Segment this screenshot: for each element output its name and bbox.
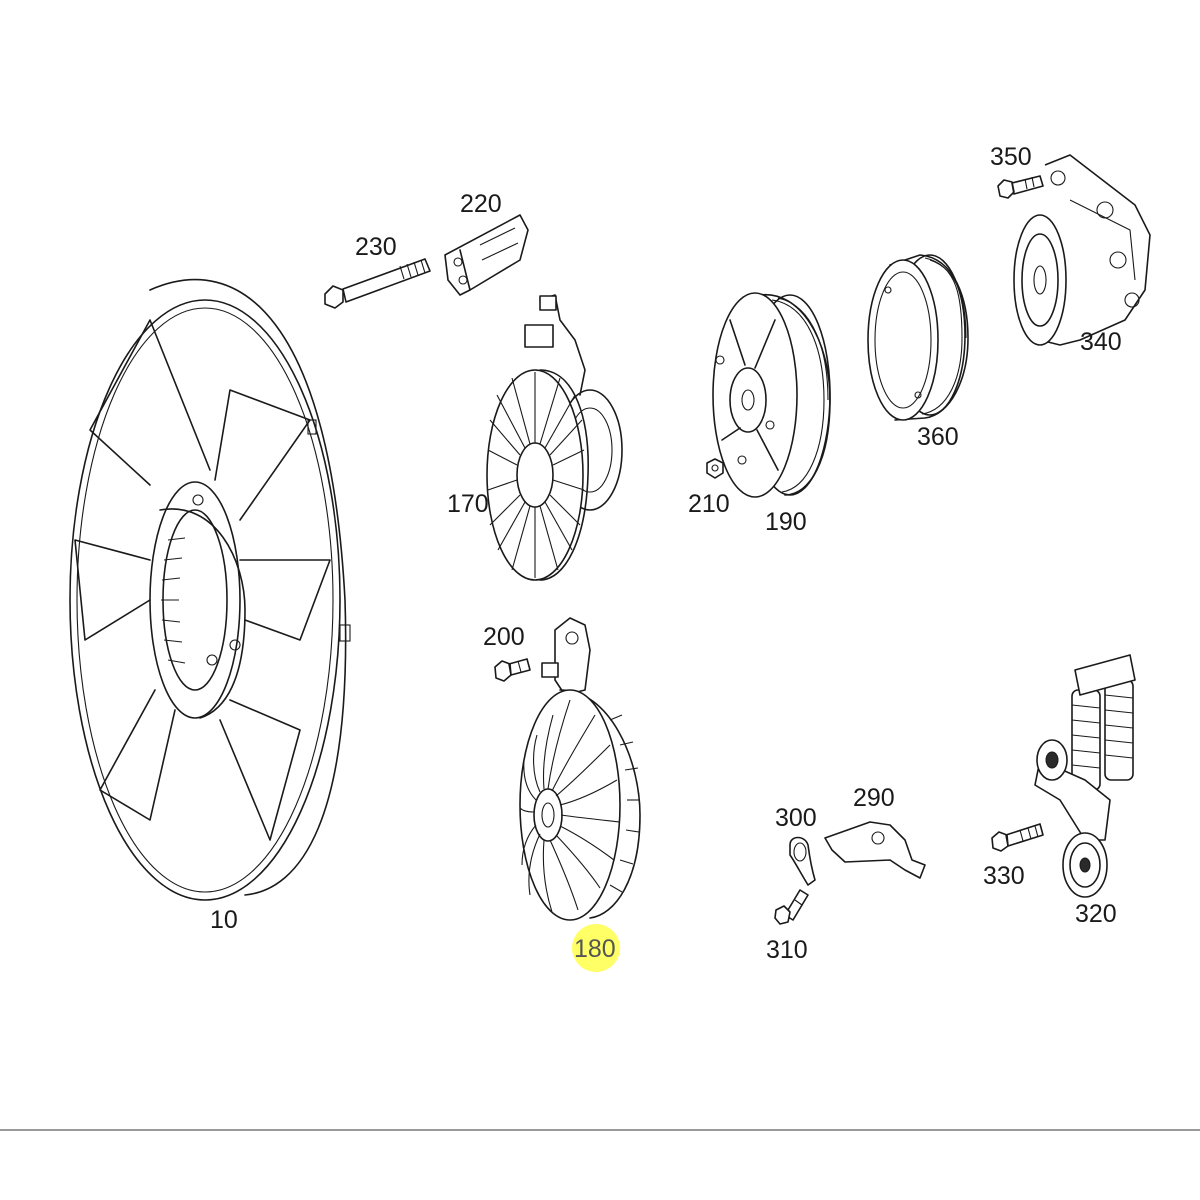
part-190-pulley-hub[interactable]: [712, 292, 831, 498]
bolt-230-threads: [399, 259, 426, 280]
pulley-190-grooves: [771, 297, 829, 493]
part-180-fan-clutch[interactable]: [519, 617, 641, 921]
part-350-bolt[interactable]: [997, 175, 1044, 199]
callout-340: 340: [1080, 328, 1122, 356]
footer-divider: [0, 1129, 1200, 1131]
part-210-nut[interactable]: [706, 458, 724, 479]
callout-310: 310: [766, 936, 808, 964]
callout-230: 230: [355, 233, 397, 261]
tensioner-springs: [1071, 694, 1134, 769]
clutch-170-fins: [487, 372, 585, 578]
clutch-180-fins: [519, 699, 621, 913]
part-170-fan-clutch[interactable]: [486, 294, 623, 581]
part-10-fan-wheel[interactable]: [69, 278, 351, 901]
part-320-tensioner[interactable]: [1034, 654, 1136, 898]
callout-190: 190: [765, 508, 807, 536]
callout-320: 320: [1075, 900, 1117, 928]
part-290-bracket[interactable]: [824, 821, 926, 879]
callout-220: 220: [460, 190, 502, 218]
callout-170: 170: [447, 490, 489, 518]
callout-300: 300: [775, 804, 817, 832]
callout-10: 10: [210, 906, 238, 934]
callout-290: 290: [853, 784, 895, 812]
callout-180-highlight: [572, 924, 620, 972]
callout-330: 330: [983, 862, 1025, 890]
fan-hub-slots: [161, 537, 186, 664]
callout-210: 210: [688, 490, 730, 518]
part-360-pulley[interactable]: [867, 254, 969, 421]
clutch-180-rim-ribs: [609, 714, 640, 893]
part-300-clamp[interactable]: [789, 836, 816, 886]
part-200-bolt[interactable]: [494, 658, 531, 682]
part-310-screw[interactable]: [774, 889, 809, 925]
callout-350: 350: [990, 143, 1032, 171]
part-230-bolt[interactable]: [324, 258, 431, 309]
part-330-bolt[interactable]: [991, 823, 1044, 852]
part-340-housing[interactable]: [1013, 154, 1151, 346]
callout-180: 180: [574, 935, 616, 963]
callout-360: 360: [917, 423, 959, 451]
pulley-360-grooves: [921, 257, 967, 415]
callout-200: 200: [483, 623, 525, 651]
part-220-bracket[interactable]: [444, 214, 529, 296]
